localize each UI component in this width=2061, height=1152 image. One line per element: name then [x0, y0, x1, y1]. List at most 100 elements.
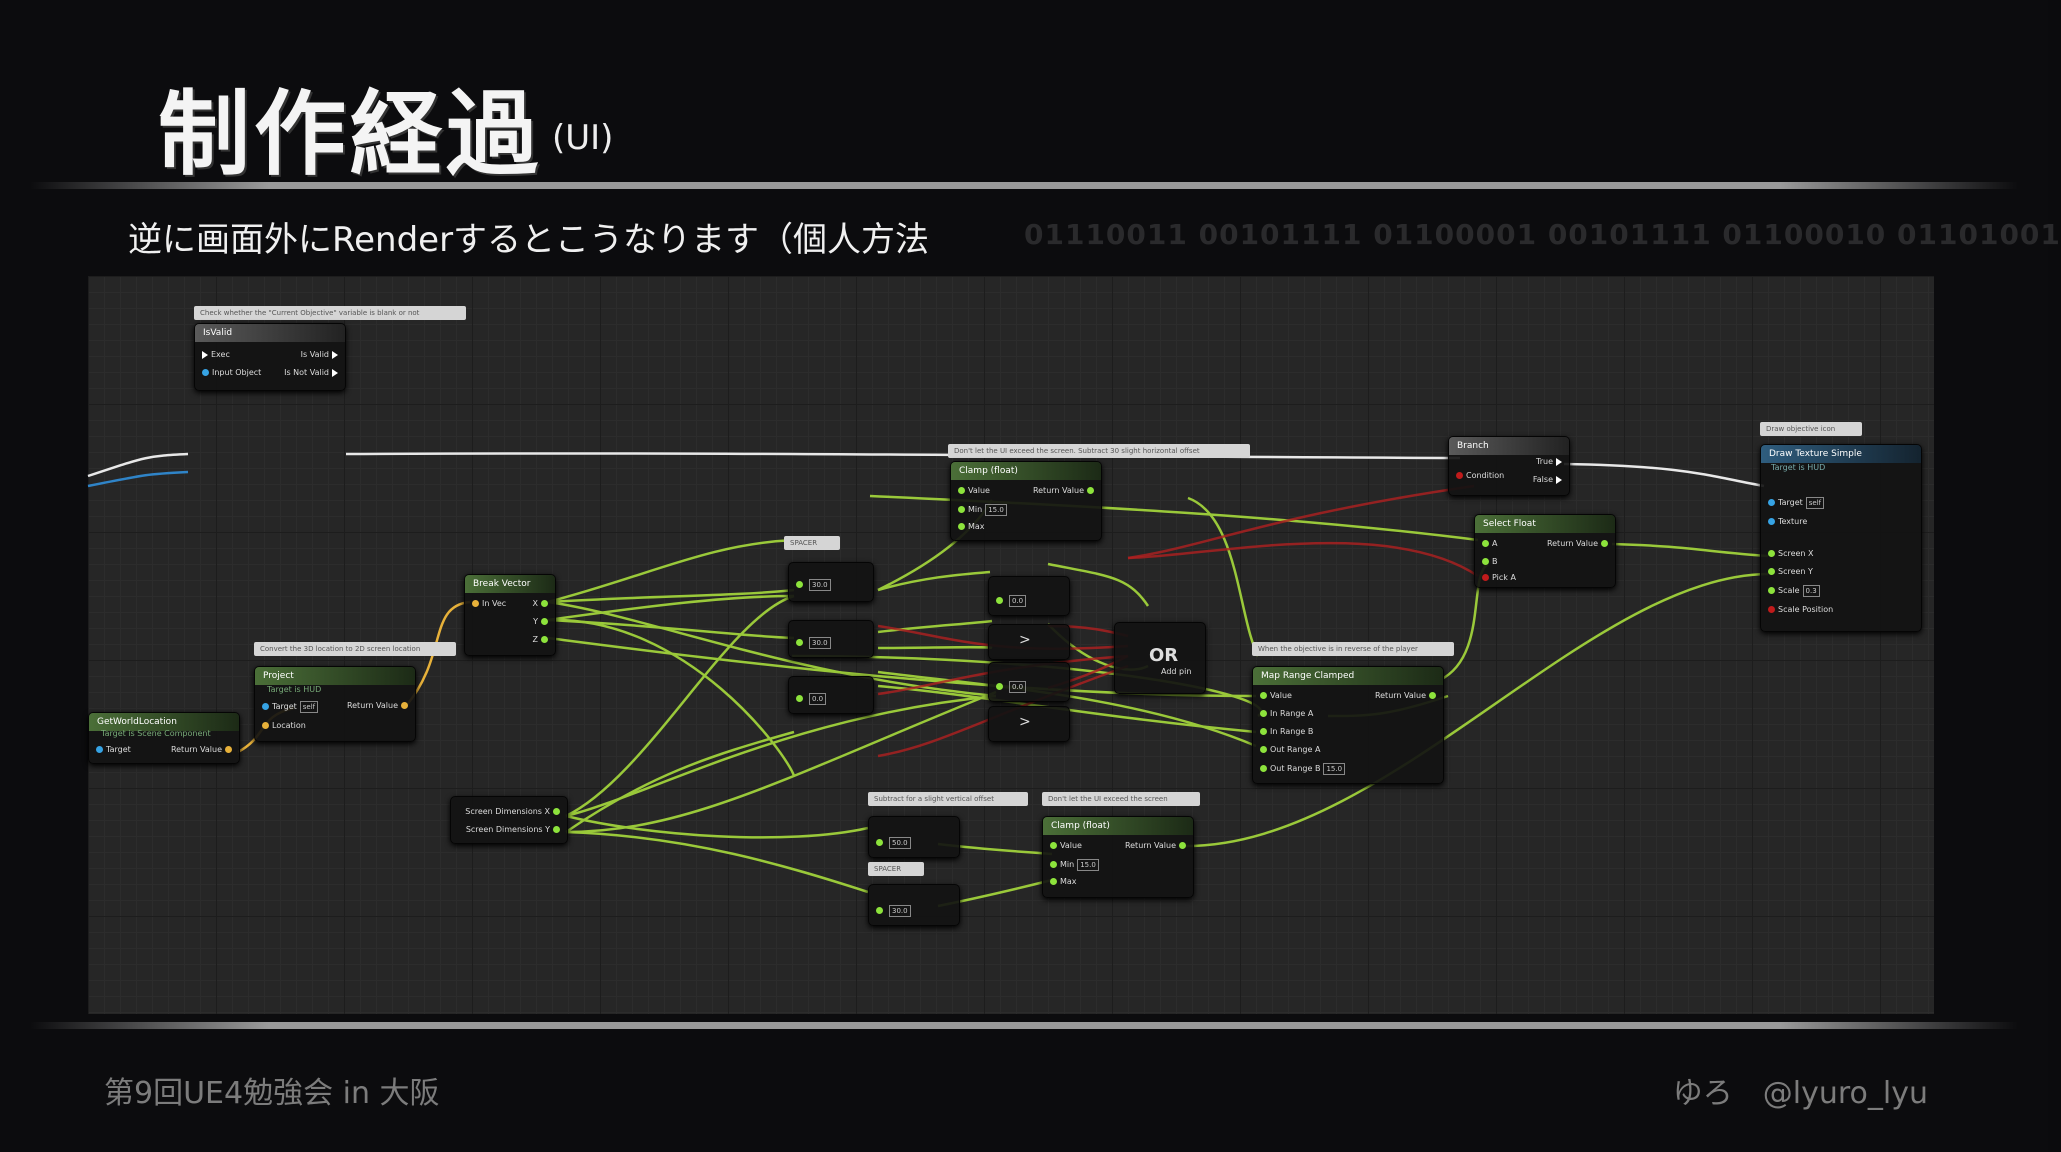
subtract-value-field[interactable]: 0.0	[809, 693, 827, 705]
comment-clamp-horizontal: Don't let the UI exceed the screen. Subt…	[948, 444, 1250, 458]
float-pin-icon[interactable]	[1050, 842, 1057, 849]
pin-return-value: Return Value	[1124, 841, 1176, 850]
object-pin-icon[interactable]	[262, 703, 269, 710]
target-self-field[interactable]: self	[299, 701, 319, 713]
bool-pin-icon[interactable]	[1456, 472, 1463, 479]
vector-pin-icon[interactable]	[401, 702, 408, 709]
exec-pin-icon[interactable]	[1556, 457, 1562, 466]
exec-pin-icon[interactable]	[332, 368, 338, 377]
float-pin-icon[interactable]	[876, 839, 883, 846]
object-pin-icon[interactable]	[1768, 499, 1775, 506]
add-pin-button[interactable]: Add pin	[1161, 667, 1192, 676]
float-pin-icon[interactable]	[1087, 487, 1094, 494]
min-value-field[interactable]: 15.0	[985, 504, 1007, 516]
float-pin-icon[interactable]	[1260, 765, 1267, 772]
node-map-range-clamped[interactable]: Map Range Clamped Value In Range A In Ra…	[1252, 666, 1444, 784]
bool-pin-icon[interactable]	[1768, 606, 1775, 613]
exec-pin-icon[interactable]	[202, 350, 208, 359]
compare-value-field[interactable]: 0.0	[1009, 681, 1027, 693]
float-pin-icon[interactable]	[996, 597, 1003, 604]
node-draw-texture-simple[interactable]: Draw Texture Simple Target is HUD Target…	[1760, 444, 1922, 632]
pin-z: Z	[532, 635, 538, 644]
float-pin-icon[interactable]	[541, 636, 548, 643]
node-select-float-title: Select Float	[1475, 515, 1615, 533]
node-compare-2[interactable]: 0.0	[988, 662, 1070, 702]
float-pin-icon[interactable]	[796, 581, 803, 588]
float-pin-icon[interactable]	[1260, 692, 1267, 699]
float-pin-icon[interactable]	[1482, 558, 1489, 565]
float-pin-icon[interactable]	[1260, 746, 1267, 753]
float-pin-icon[interactable]	[553, 826, 560, 833]
pin-screen-dim-x: Screen Dimensions X	[465, 807, 550, 816]
pin-max: Max	[1060, 877, 1077, 886]
object-pin-icon[interactable]	[202, 369, 209, 376]
float-pin-icon[interactable]	[796, 695, 803, 702]
node-subtract-2[interactable]: 30.0	[788, 620, 874, 658]
float-pin-icon[interactable]	[1050, 861, 1057, 868]
vector-pin-icon[interactable]	[262, 722, 269, 729]
float-pin-icon[interactable]	[876, 907, 883, 914]
object-pin-icon[interactable]	[1768, 518, 1775, 525]
node-map-range-title: Map Range Clamped	[1253, 667, 1443, 685]
float-pin-icon[interactable]	[1768, 568, 1775, 575]
node-select-float[interactable]: Select Float A B Pick A Return Value	[1474, 514, 1616, 588]
comment-project: Convert the 3D location to 2D screen loc…	[254, 642, 456, 656]
subtract-value-field[interactable]: 30.0	[809, 637, 831, 649]
subtract-value-field[interactable]: 30.0	[809, 579, 831, 591]
float-pin-icon[interactable]	[1050, 878, 1057, 885]
node-compare-gt-2[interactable]: >	[988, 706, 1070, 742]
exec-pin-icon[interactable]	[1556, 475, 1562, 484]
node-subtract-spacer[interactable]: 30.0	[868, 884, 960, 926]
node-subtract-1[interactable]: 30.0	[788, 562, 874, 602]
float-pin-icon[interactable]	[1768, 587, 1775, 594]
float-pin-icon[interactable]	[553, 808, 560, 815]
out-range-b-field[interactable]: 15.0	[1323, 763, 1346, 775]
exec-pin-icon[interactable]	[332, 350, 338, 359]
float-pin-icon[interactable]	[541, 618, 548, 625]
float-pin-icon[interactable]	[541, 600, 548, 607]
node-or[interactable]: OR Add pin	[1114, 622, 1206, 694]
pin-value: Value	[1060, 841, 1082, 850]
blueprint-graph[interactable]: Check whether the "Current Objective" va…	[87, 276, 1934, 1014]
node-break-vector[interactable]: Break Vector In Vec X Y Z	[464, 574, 556, 656]
node-isvalid[interactable]: IsValid Exec Input Object Is Valid Is No…	[194, 323, 346, 391]
float-pin-icon[interactable]	[1260, 728, 1267, 735]
node-branch[interactable]: Branch Condition True False	[1448, 436, 1570, 496]
pin-out-range-b: Out Range B	[1270, 764, 1321, 773]
float-pin-icon[interactable]	[958, 523, 965, 530]
subtract-value-field[interactable]: 50.0	[889, 837, 911, 849]
float-pin-icon[interactable]	[796, 639, 803, 646]
node-screen-dimensions[interactable]: Screen Dimensions X Screen Dimensions Y	[450, 796, 568, 844]
pin-scale: Scale	[1778, 586, 1800, 595]
subtract-value-field[interactable]: 30.0	[889, 905, 911, 917]
object-pin-icon[interactable]	[96, 746, 103, 753]
float-pin-icon[interactable]	[1768, 550, 1775, 557]
float-pin-icon[interactable]	[1482, 540, 1489, 547]
float-pin-icon[interactable]	[958, 487, 965, 494]
node-get-world-location[interactable]: GetWorldLocation Target is Scene Compone…	[88, 712, 240, 764]
node-subtract-3[interactable]: 0.0	[788, 676, 874, 714]
pin-scale-position: Scale Position	[1778, 605, 1834, 614]
float-pin-icon[interactable]	[1601, 540, 1608, 547]
float-pin-icon[interactable]	[1179, 842, 1186, 849]
vector-pin-icon[interactable]	[225, 746, 232, 753]
pin-return-value: Return Value	[1546, 539, 1598, 548]
vector-pin-icon[interactable]	[472, 600, 479, 607]
compare-value-field[interactable]: 0.0	[1009, 595, 1027, 607]
target-self-field[interactable]: self	[1805, 497, 1825, 509]
float-pin-icon[interactable]	[996, 683, 1003, 690]
node-subtract-vertical[interactable]: 50.0	[868, 816, 960, 858]
node-compare-1[interactable]: 0.0	[988, 576, 1070, 616]
float-pin-icon[interactable]	[1429, 692, 1436, 699]
min-value-field[interactable]: 15.0	[1077, 859, 1099, 871]
float-pin-icon[interactable]	[1260, 710, 1267, 717]
node-get-world-subtitle: Target is Scene Component	[101, 729, 211, 738]
bool-pin-icon[interactable]	[1482, 574, 1489, 581]
float-pin-icon[interactable]	[958, 506, 965, 513]
scale-value-field[interactable]: 0.3	[1802, 585, 1820, 597]
node-compare-gt-1[interactable]: >	[988, 624, 1070, 660]
